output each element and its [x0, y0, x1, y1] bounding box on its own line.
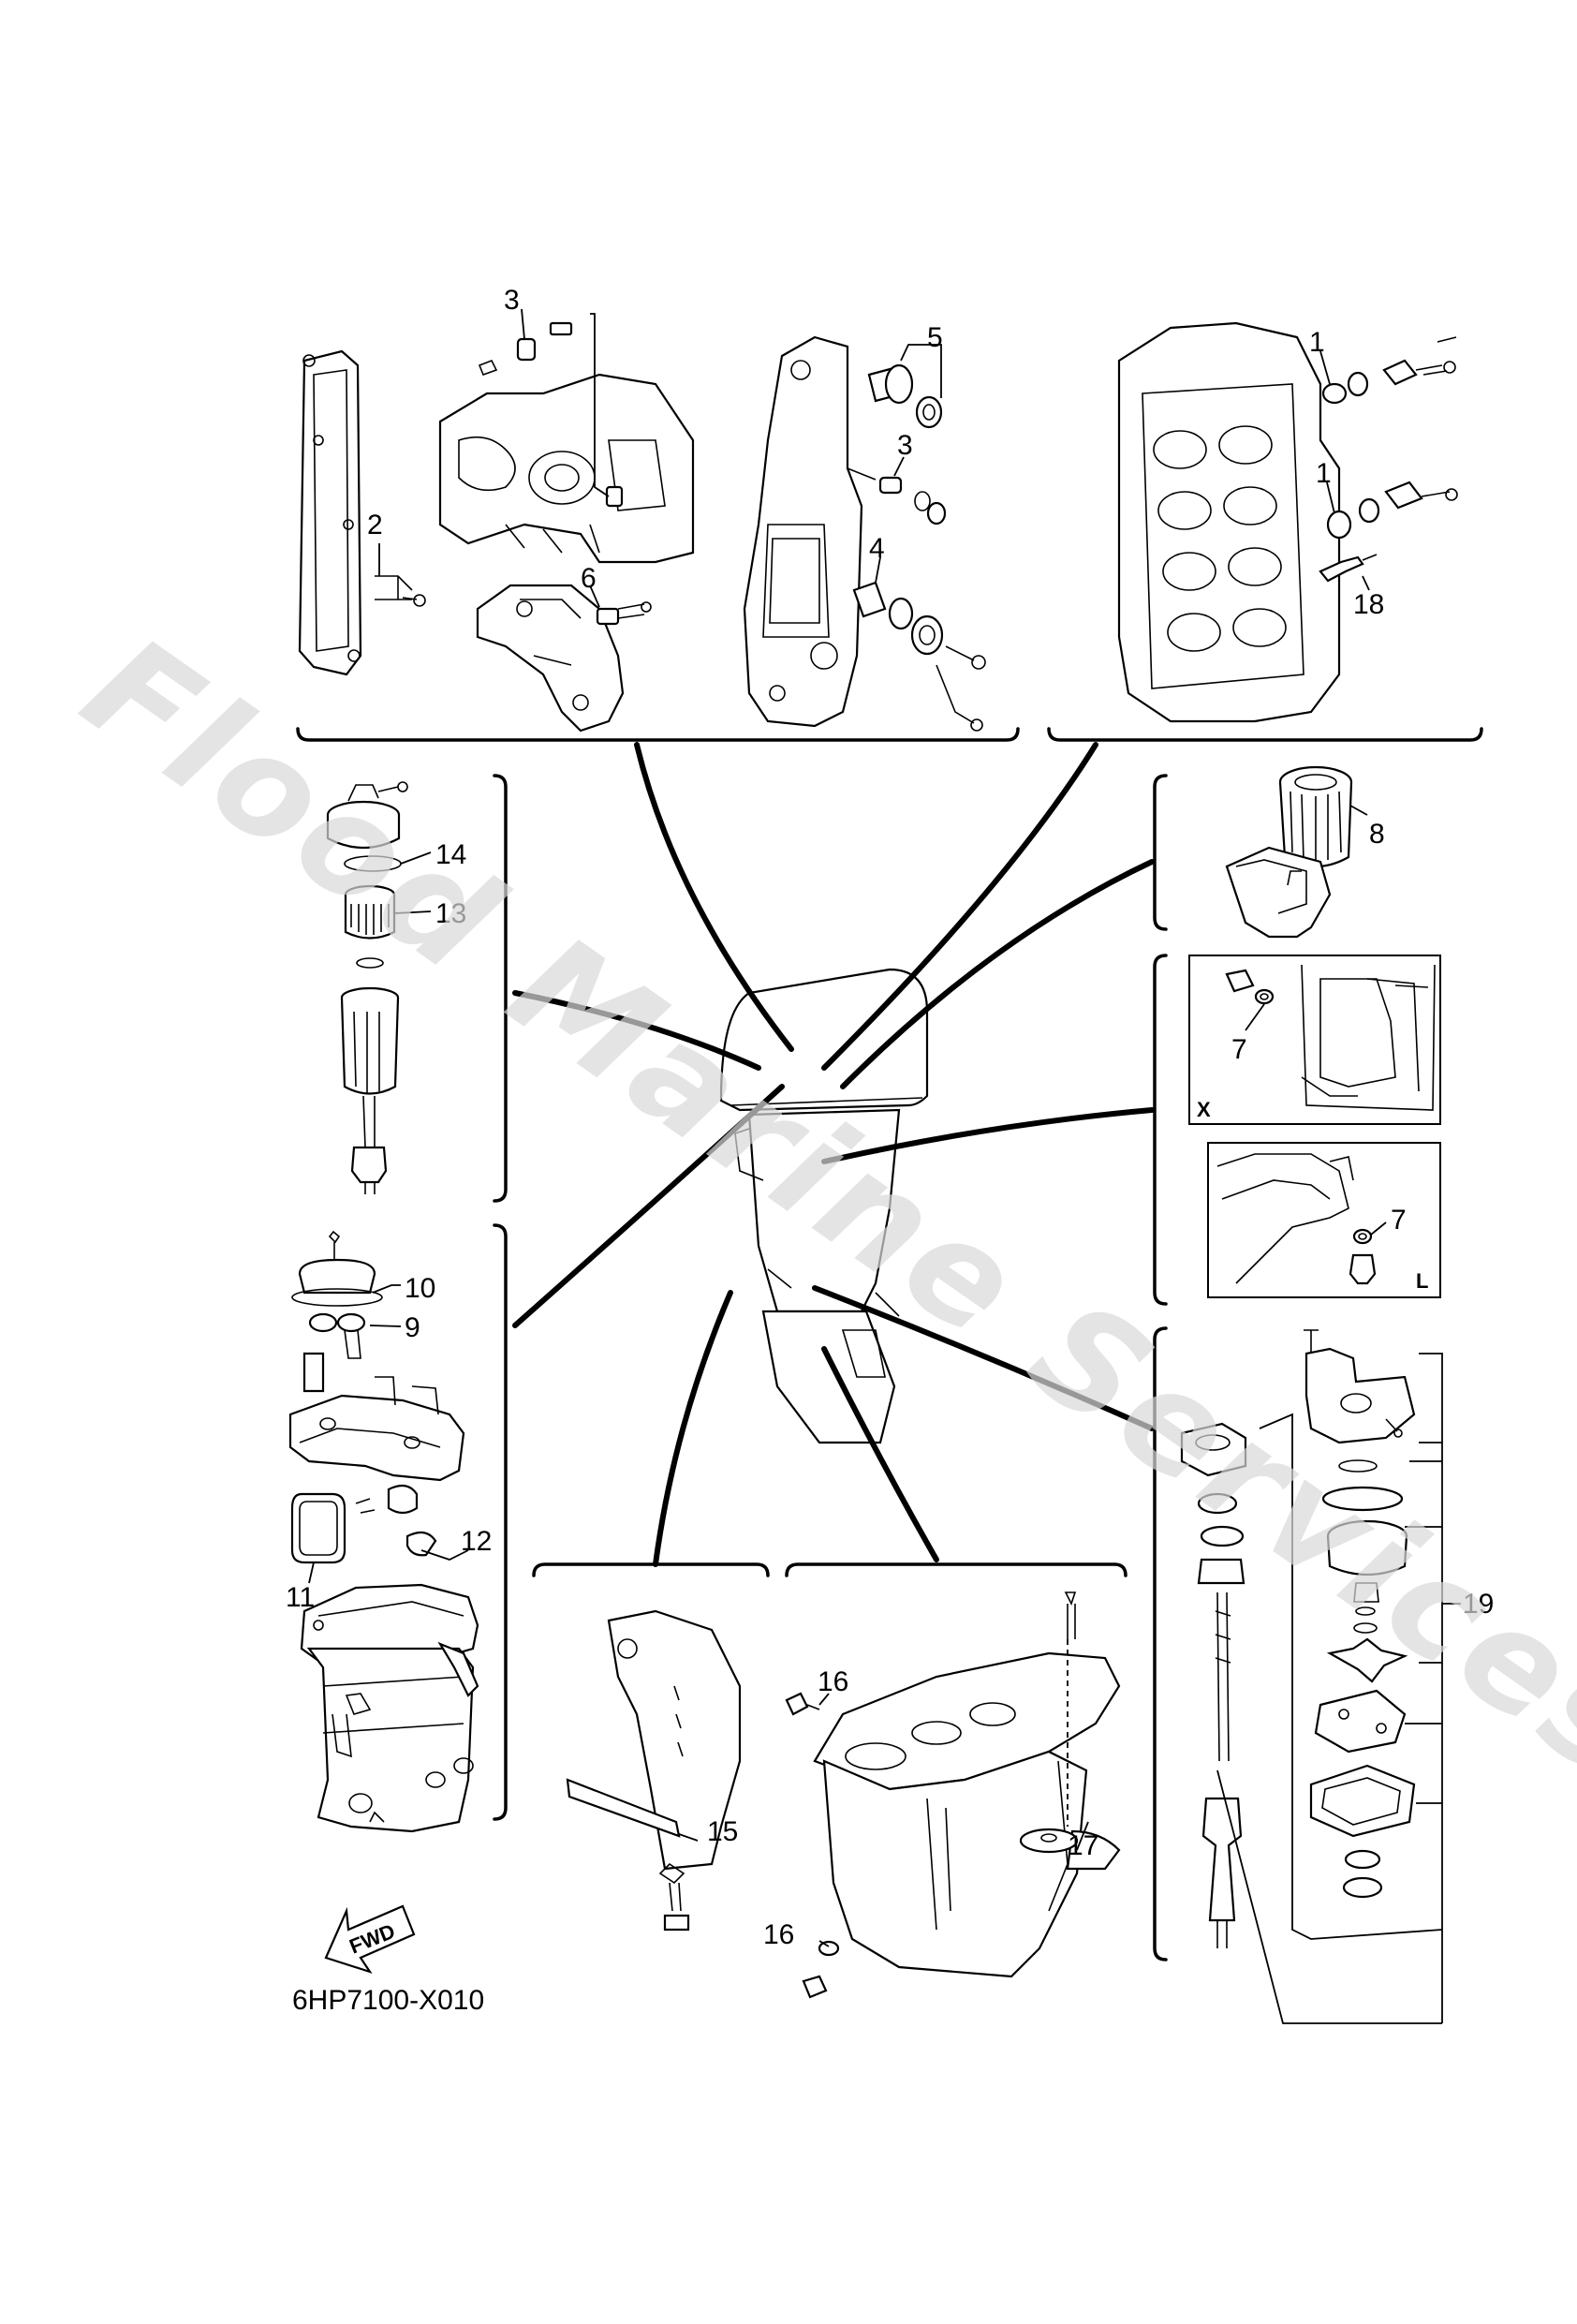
callout-14: 14	[435, 839, 466, 870]
callout-3-crankcase: 3	[504, 285, 520, 316]
panel-letter-l: L	[1416, 1269, 1428, 1293]
callout-5: 5	[927, 322, 943, 353]
connector-lines	[512, 742, 1155, 1567]
callout-8: 8	[1369, 819, 1385, 850]
exhaust-cover	[743, 335, 986, 732]
callout-18: 18	[1353, 589, 1384, 620]
callout-numbers: 2 3 6 5 3 4 1 1 18 8 14 13 7 7 10 9 11 1…	[286, 285, 1494, 1950]
lower-unit	[785, 1591, 1121, 1999]
water-pump	[1180, 1329, 1461, 2024]
panel-l	[1207, 1142, 1441, 1298]
callout-11: 11	[286, 1582, 315, 1613]
panel-x	[1188, 955, 1441, 1125]
callout-15: 15	[707, 1816, 738, 1847]
panel-letter-x: X	[1197, 1098, 1211, 1121]
gasket-assembly	[298, 349, 426, 676]
callout-2: 2	[367, 510, 383, 540]
callout-12: 12	[461, 1526, 492, 1557]
callout-6: 6	[581, 563, 597, 594]
callout-10: 10	[405, 1273, 435, 1304]
top-bracket	[296, 727, 1483, 742]
vapor-separator	[288, 1230, 479, 1833]
head-ports	[1153, 425, 1287, 652]
bottom-brackets	[532, 1562, 1127, 1577]
callout-4: 4	[869, 533, 885, 564]
outboard-engine	[719, 968, 929, 1444]
left-brackets	[493, 774, 508, 1821]
diagram-part-number: 6HP7100-X010	[292, 1985, 484, 2016]
fuel-filter	[326, 781, 432, 1194]
cylinder-head	[1117, 321, 1458, 723]
callout-1-lower: 1	[1316, 458, 1332, 489]
callout-9: 9	[405, 1312, 420, 1343]
right-brackets	[1153, 774, 1168, 1961]
callout-7-x: 7	[1231, 1034, 1247, 1065]
trim-tab-anode	[566, 1609, 742, 1932]
crankcase-detail	[438, 308, 695, 733]
callout-19: 19	[1463, 1589, 1494, 1620]
callout-16-lower: 16	[763, 1919, 794, 1950]
fwd-arrow-icon: FWD	[324, 1904, 416, 1975]
callout-1-upper: 1	[1309, 327, 1325, 358]
callout-17: 17	[1068, 1830, 1098, 1861]
oil-filter	[1225, 765, 1368, 939]
callout-13: 13	[435, 898, 466, 929]
callout-3-exhaust: 3	[897, 430, 913, 461]
callout-7-l: 7	[1391, 1205, 1407, 1236]
callout-16-upper: 16	[818, 1666, 848, 1697]
